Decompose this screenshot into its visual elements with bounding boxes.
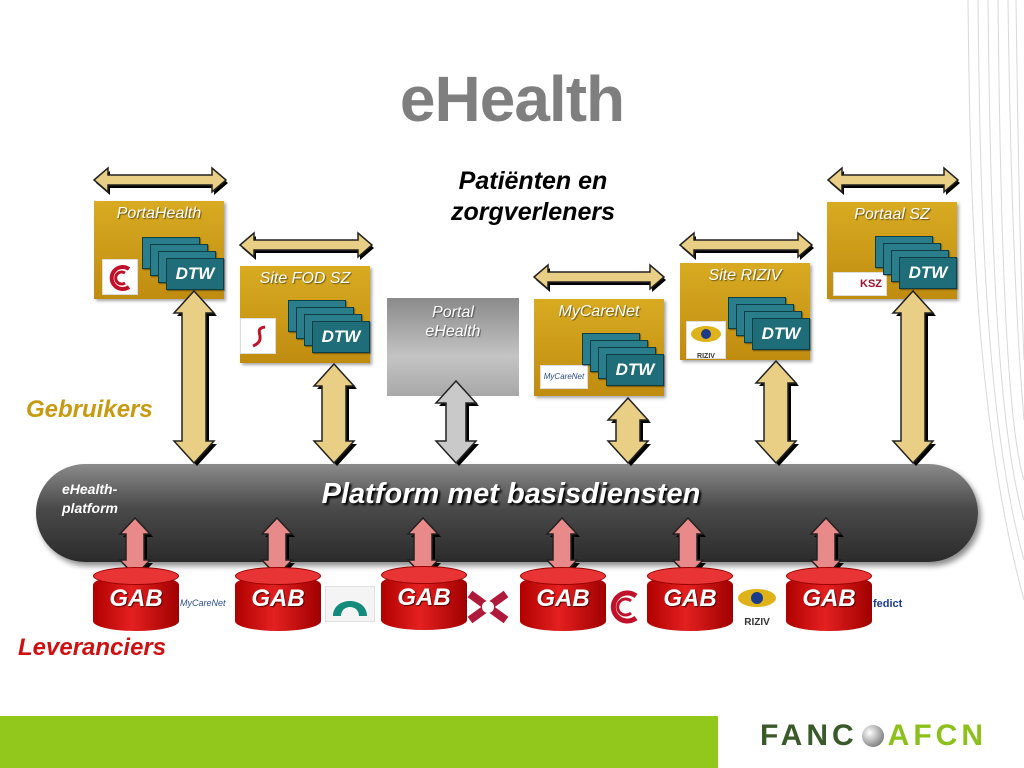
gab-label: GAB	[536, 585, 590, 612]
gab-cap	[786, 567, 872, 585]
heading-line-1: Patiënten en	[458, 167, 608, 195]
horizontal-arrow	[826, 166, 960, 194]
patients-heading: Patiënten en zorgverleners	[438, 166, 628, 228]
dtw-card: DTW	[166, 258, 224, 290]
gab-cap	[647, 567, 733, 585]
horizontal-arrow	[678, 231, 814, 259]
footer-bar	[0, 716, 718, 768]
ksz-logo-text: KSZ	[860, 278, 882, 290]
portal-ehealth: Portal eHealth	[387, 298, 519, 396]
dtw-card-stack: DTW	[142, 237, 232, 291]
gab-cap	[381, 566, 467, 584]
fedict-logo-icon: fedict	[873, 598, 902, 610]
gab-label: GAB	[802, 585, 856, 612]
dtw-card: DTW	[606, 354, 664, 386]
fanc-text: FANC	[760, 719, 858, 752]
portal-mycarenet: MyCareNet MyCareNet DTW	[534, 299, 664, 396]
gab-label: GAB	[663, 585, 717, 612]
riziv-logo-text: RIZIV	[744, 617, 770, 628]
suppliers-label: Leveranciers	[18, 634, 167, 661]
portal-line-2: eHealth	[425, 323, 481, 340]
portal-line-1: Portal	[432, 304, 474, 321]
gab-cap	[235, 567, 321, 585]
mycarenet-logo-icon: MyCareNet	[180, 598, 226, 608]
riziv-logo-icon: RIZIV	[734, 586, 780, 628]
dtw-card-stack: DTW	[582, 333, 672, 387]
portal-site-riziv: Site RIZIV RIZIV DTW	[680, 263, 810, 360]
dtw-card-stack: DTW	[728, 297, 818, 351]
platform-title: Platform met basisdiensten	[321, 478, 701, 510]
portal-name: PortaHealth	[116, 205, 202, 222]
mycarenet-logo-icon: MyCareNet	[540, 365, 588, 389]
vertical-arrow	[606, 396, 650, 465]
vertical-arrow	[891, 289, 935, 465]
gab-cap	[93, 567, 179, 585]
gab-database: GAB	[93, 567, 179, 631]
gab-label: GAB	[397, 584, 451, 611]
portal-portahealth: PortaHealth DTW	[94, 201, 224, 299]
smals-logo-icon	[604, 586, 644, 631]
users-label: Gebruikers	[26, 396, 153, 423]
gab-database: GAB	[520, 567, 606, 631]
ehealth-platform: eHealth- platform Platform met basisdien…	[36, 464, 978, 562]
gab-database: GAB	[786, 567, 872, 631]
vertical-arrow	[172, 289, 216, 465]
gab-database: GAB	[235, 567, 321, 631]
dtw-card-stack: DTW	[875, 236, 965, 290]
dtw-card: DTW	[752, 318, 810, 350]
ehealth-logo-icon	[324, 585, 376, 627]
slide-title: eHealth	[399, 63, 625, 135]
portal-site-fod-sz: Site FOD SZ DTW	[240, 266, 370, 363]
platform-label: eHealth- platform	[62, 480, 142, 518]
portal-portaal-sz: Portaal SZ KSZ DTW	[827, 202, 957, 299]
fedict-logo-text: fedict	[873, 598, 903, 610]
ksz-logo-icon: KSZ	[833, 272, 887, 296]
ksz-logo-icon	[466, 590, 510, 629]
heading-line-2: zorgverleners	[451, 198, 615, 226]
portal-name: Site FOD SZ	[259, 270, 351, 287]
dtw-card: DTW	[312, 321, 370, 353]
portal-name: Site RIZIV	[708, 267, 782, 284]
vertical-arrow-grey	[434, 379, 478, 465]
platform-label-line-1: eHealth-	[62, 481, 118, 497]
dtw-card-stack: DTW	[288, 300, 378, 354]
portal-name: Portal eHealth	[387, 303, 519, 341]
smals-logo-icon	[102, 259, 138, 295]
horizontal-arrow	[238, 231, 374, 259]
portal-name: MyCareNet	[558, 303, 640, 320]
dtw-card: DTW	[899, 257, 957, 289]
horizontal-arrow	[532, 263, 666, 291]
vertical-arrow	[312, 362, 356, 465]
logo-ball-icon	[861, 725, 884, 747]
riziv-logo-icon: RIZIV	[686, 321, 726, 360]
platform-label-line-2: platform	[62, 500, 118, 516]
riziv-logo-text: RIZIV	[697, 353, 715, 360]
gab-label: GAB	[109, 585, 163, 612]
gab-database: GAB	[647, 567, 733, 631]
vertical-arrow	[754, 359, 798, 465]
gab-label: GAB	[251, 585, 305, 612]
horizontal-arrow	[92, 166, 228, 194]
fod-sz-logo-icon	[240, 318, 276, 354]
portal-name: Portaal SZ	[854, 206, 930, 223]
gab-cap	[520, 567, 606, 585]
afcn-text: AFCN	[887, 719, 987, 752]
mycarenet-logo-text: MyCareNet	[543, 372, 585, 381]
fanc-afcn-logo: FANC AFCN	[760, 719, 987, 753]
gab-database: GAB	[381, 566, 467, 630]
